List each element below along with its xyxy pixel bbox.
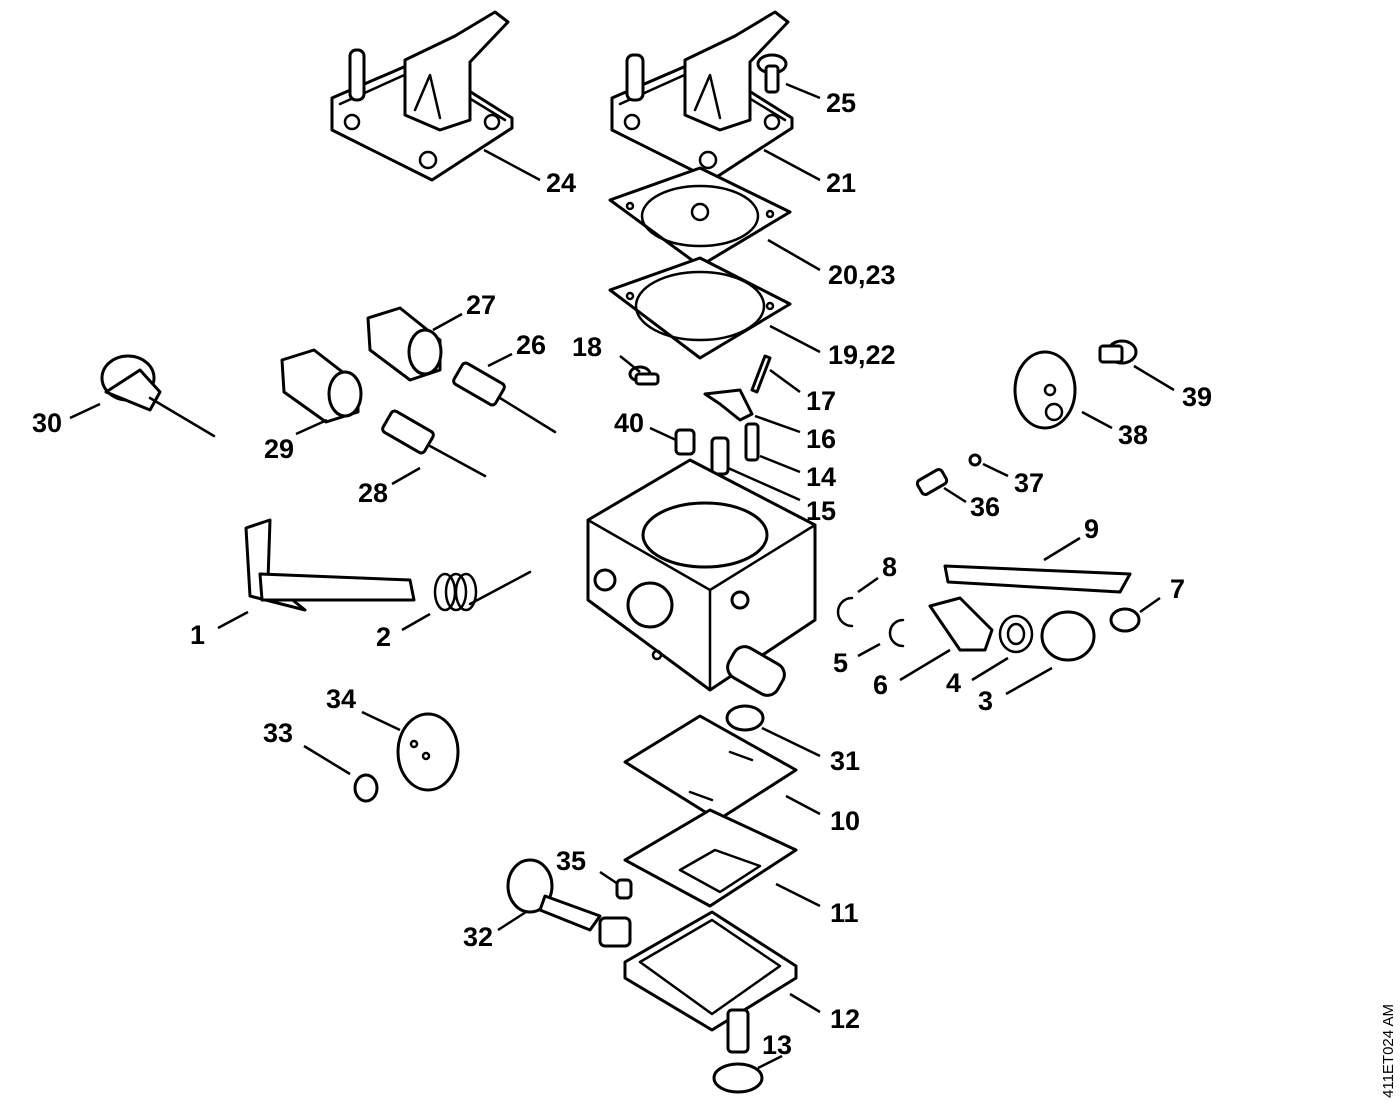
label-31: 31 (830, 746, 860, 776)
label-35: 35 (556, 846, 586, 876)
part-12-metering-cover (598, 910, 798, 1032)
part-21-flange (610, 10, 794, 182)
part-18-screw (628, 365, 660, 386)
label-7: 7 (1170, 574, 1185, 604)
part-2-spring (433, 570, 532, 612)
label-17: 17 (806, 386, 836, 416)
label-28: 28 (358, 478, 388, 508)
part-25-screw (756, 53, 788, 94)
label-14: 14 (806, 462, 836, 492)
part-20-23-diaphragm (608, 166, 792, 268)
part-37-ball (968, 453, 982, 467)
label-32: 32 (463, 922, 493, 952)
leader-lines (69, 82, 1175, 1070)
label-12: 12 (830, 1004, 860, 1034)
label-4: 4 (946, 668, 961, 698)
part-10-metering-diaphragm (623, 714, 798, 822)
part-26-adjusting-screw (452, 361, 557, 434)
label-37: 37 (1014, 468, 1044, 498)
label-26: 26 (516, 330, 546, 360)
part-39-screw (1098, 339, 1138, 365)
part-15-spring (710, 436, 730, 476)
part-4-washer (998, 614, 1034, 654)
label-30: 30 (32, 408, 62, 438)
part-3-knob (1040, 610, 1096, 662)
part-16-lever (703, 388, 754, 422)
part-24-flange (330, 10, 514, 182)
label-10: 10 (830, 806, 860, 836)
part-8-e-clip (836, 596, 854, 628)
label-19-22: 19,22 (828, 340, 896, 370)
label-25: 25 (826, 88, 856, 118)
part-40-spring (674, 428, 696, 456)
label-3: 3 (978, 686, 993, 716)
part-11-gasket (623, 808, 798, 908)
part-labels: 1 2 3 4 5 6 7 8 9 10 11 12 13 14 15 16 1… (32, 88, 1212, 1060)
label-39: 39 (1182, 382, 1212, 412)
label-8: 8 (882, 552, 897, 582)
part-6-choke-lever (928, 596, 994, 652)
label-13: 13 (762, 1030, 792, 1060)
label-11: 11 (830, 898, 859, 928)
label-15: 15 (806, 496, 836, 526)
part-35-plug (615, 878, 633, 900)
part-33-screw (353, 773, 379, 803)
part-1-throttle-shaft (244, 518, 416, 612)
part-34-plate (396, 712, 460, 792)
part-27-limiter-cap (366, 306, 443, 382)
label-16: 16 (806, 424, 836, 454)
part-7-screw (1109, 607, 1141, 633)
label-1: 1 (190, 620, 205, 650)
part-38-plate (1013, 350, 1077, 430)
part-31-screen (725, 704, 765, 732)
label-27: 27 (466, 290, 496, 320)
carburetor-body (586, 458, 817, 697)
label-34: 34 (326, 684, 356, 714)
label-20-23: 20,23 (828, 260, 896, 290)
label-33: 33 (263, 718, 293, 748)
label-5: 5 (833, 648, 848, 678)
label-9: 9 (1084, 514, 1099, 544)
part-29-limiter-cap (280, 348, 363, 424)
label-38: 38 (1118, 420, 1148, 450)
part-9-choke-shaft (943, 564, 1132, 594)
label-18: 18 (572, 332, 602, 362)
label-36: 36 (970, 492, 1000, 522)
reference-code: 411ET024 AM (1380, 1004, 1397, 1098)
part-36-spring (915, 468, 949, 496)
part-13-screw (712, 1008, 764, 1094)
part-28-adjusting-screw (381, 409, 487, 478)
label-40: 40 (614, 408, 644, 438)
part-32-screw (506, 858, 602, 932)
part-17-pin (750, 354, 772, 394)
part-5-e-clip (888, 618, 905, 648)
label-2: 2 (376, 622, 391, 652)
part-19-22-gasket (608, 256, 792, 360)
part-14-inlet-needle (744, 422, 760, 462)
label-29: 29 (264, 434, 294, 464)
label-24: 24 (546, 168, 576, 198)
part-30-adjusting-screw (100, 354, 216, 438)
label-6: 6 (873, 670, 888, 700)
label-21: 21 (826, 168, 856, 198)
